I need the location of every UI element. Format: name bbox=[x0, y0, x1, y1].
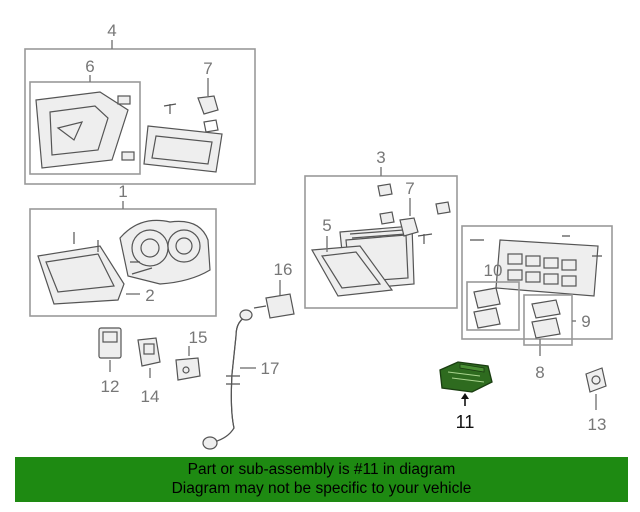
switch-part-14[interactable] bbox=[137, 337, 161, 367]
connector-part-7-center[interactable] bbox=[399, 217, 419, 237]
callout-10[interactable]: 10 bbox=[484, 261, 503, 280]
assembly-frame-6 bbox=[29, 81, 141, 175]
meter-module-in-frame-4[interactable] bbox=[143, 125, 223, 173]
connector-part-7-top-left[interactable] bbox=[163, 95, 219, 133]
callout-9[interactable]: 9 bbox=[581, 312, 590, 331]
switch-set-part-9[interactable] bbox=[531, 299, 561, 339]
highlighted-part-11[interactable] bbox=[439, 361, 493, 393]
info-banner: Part or sub-assembly is #11 in diagram D… bbox=[15, 457, 628, 502]
leader-11-arrowhead bbox=[461, 393, 469, 399]
callout-6[interactable]: 6 bbox=[85, 57, 94, 76]
gauge-assembly-part-1[interactable] bbox=[37, 219, 211, 305]
banner-line-2: Diagram may not be specific to your vehi… bbox=[171, 480, 472, 497]
callout-16[interactable]: 16 bbox=[274, 260, 293, 279]
banner-line-1: Part or sub-assembly is #11 in diagram bbox=[187, 461, 456, 478]
callout-8[interactable]: 8 bbox=[535, 363, 544, 382]
aspirator-part-16[interactable] bbox=[253, 293, 295, 319]
callout-14[interactable]: 14 bbox=[141, 387, 160, 406]
assembly-frame-4 bbox=[24, 48, 256, 185]
callout-13[interactable]: 13 bbox=[588, 415, 607, 434]
callout-11[interactable]: 11 bbox=[456, 412, 475, 432]
sensor-part-15[interactable] bbox=[175, 357, 201, 381]
callout-7-center[interactable]: 7 bbox=[405, 179, 414, 198]
callout-2[interactable]: 2 bbox=[145, 286, 154, 305]
callout-5[interactable]: 5 bbox=[322, 216, 331, 235]
assembly-frame-8 bbox=[461, 225, 613, 340]
sensor-part-13[interactable] bbox=[585, 367, 607, 393]
callout-12[interactable]: 12 bbox=[101, 377, 120, 396]
callout-1[interactable]: 1 bbox=[118, 182, 127, 201]
climate-control-panel-in-frame-8[interactable] bbox=[470, 235, 602, 297]
callout-7-top-left[interactable]: 7 bbox=[203, 59, 212, 78]
display-lens-part-5[interactable] bbox=[311, 245, 394, 297]
callout-15[interactable]: 15 bbox=[189, 328, 208, 347]
switch-set-part-10[interactable] bbox=[473, 287, 501, 329]
callout-3[interactable]: 3 bbox=[376, 148, 385, 167]
assembly-frame-10 bbox=[466, 281, 520, 331]
assembly-frame-9 bbox=[523, 294, 573, 346]
callout-17[interactable]: 17 bbox=[261, 359, 280, 378]
switch-part-12[interactable] bbox=[98, 327, 122, 359]
meter-visor-part-6[interactable] bbox=[35, 91, 135, 169]
callout-4[interactable]: 4 bbox=[107, 21, 116, 40]
hose-part-17[interactable] bbox=[202, 309, 253, 450]
